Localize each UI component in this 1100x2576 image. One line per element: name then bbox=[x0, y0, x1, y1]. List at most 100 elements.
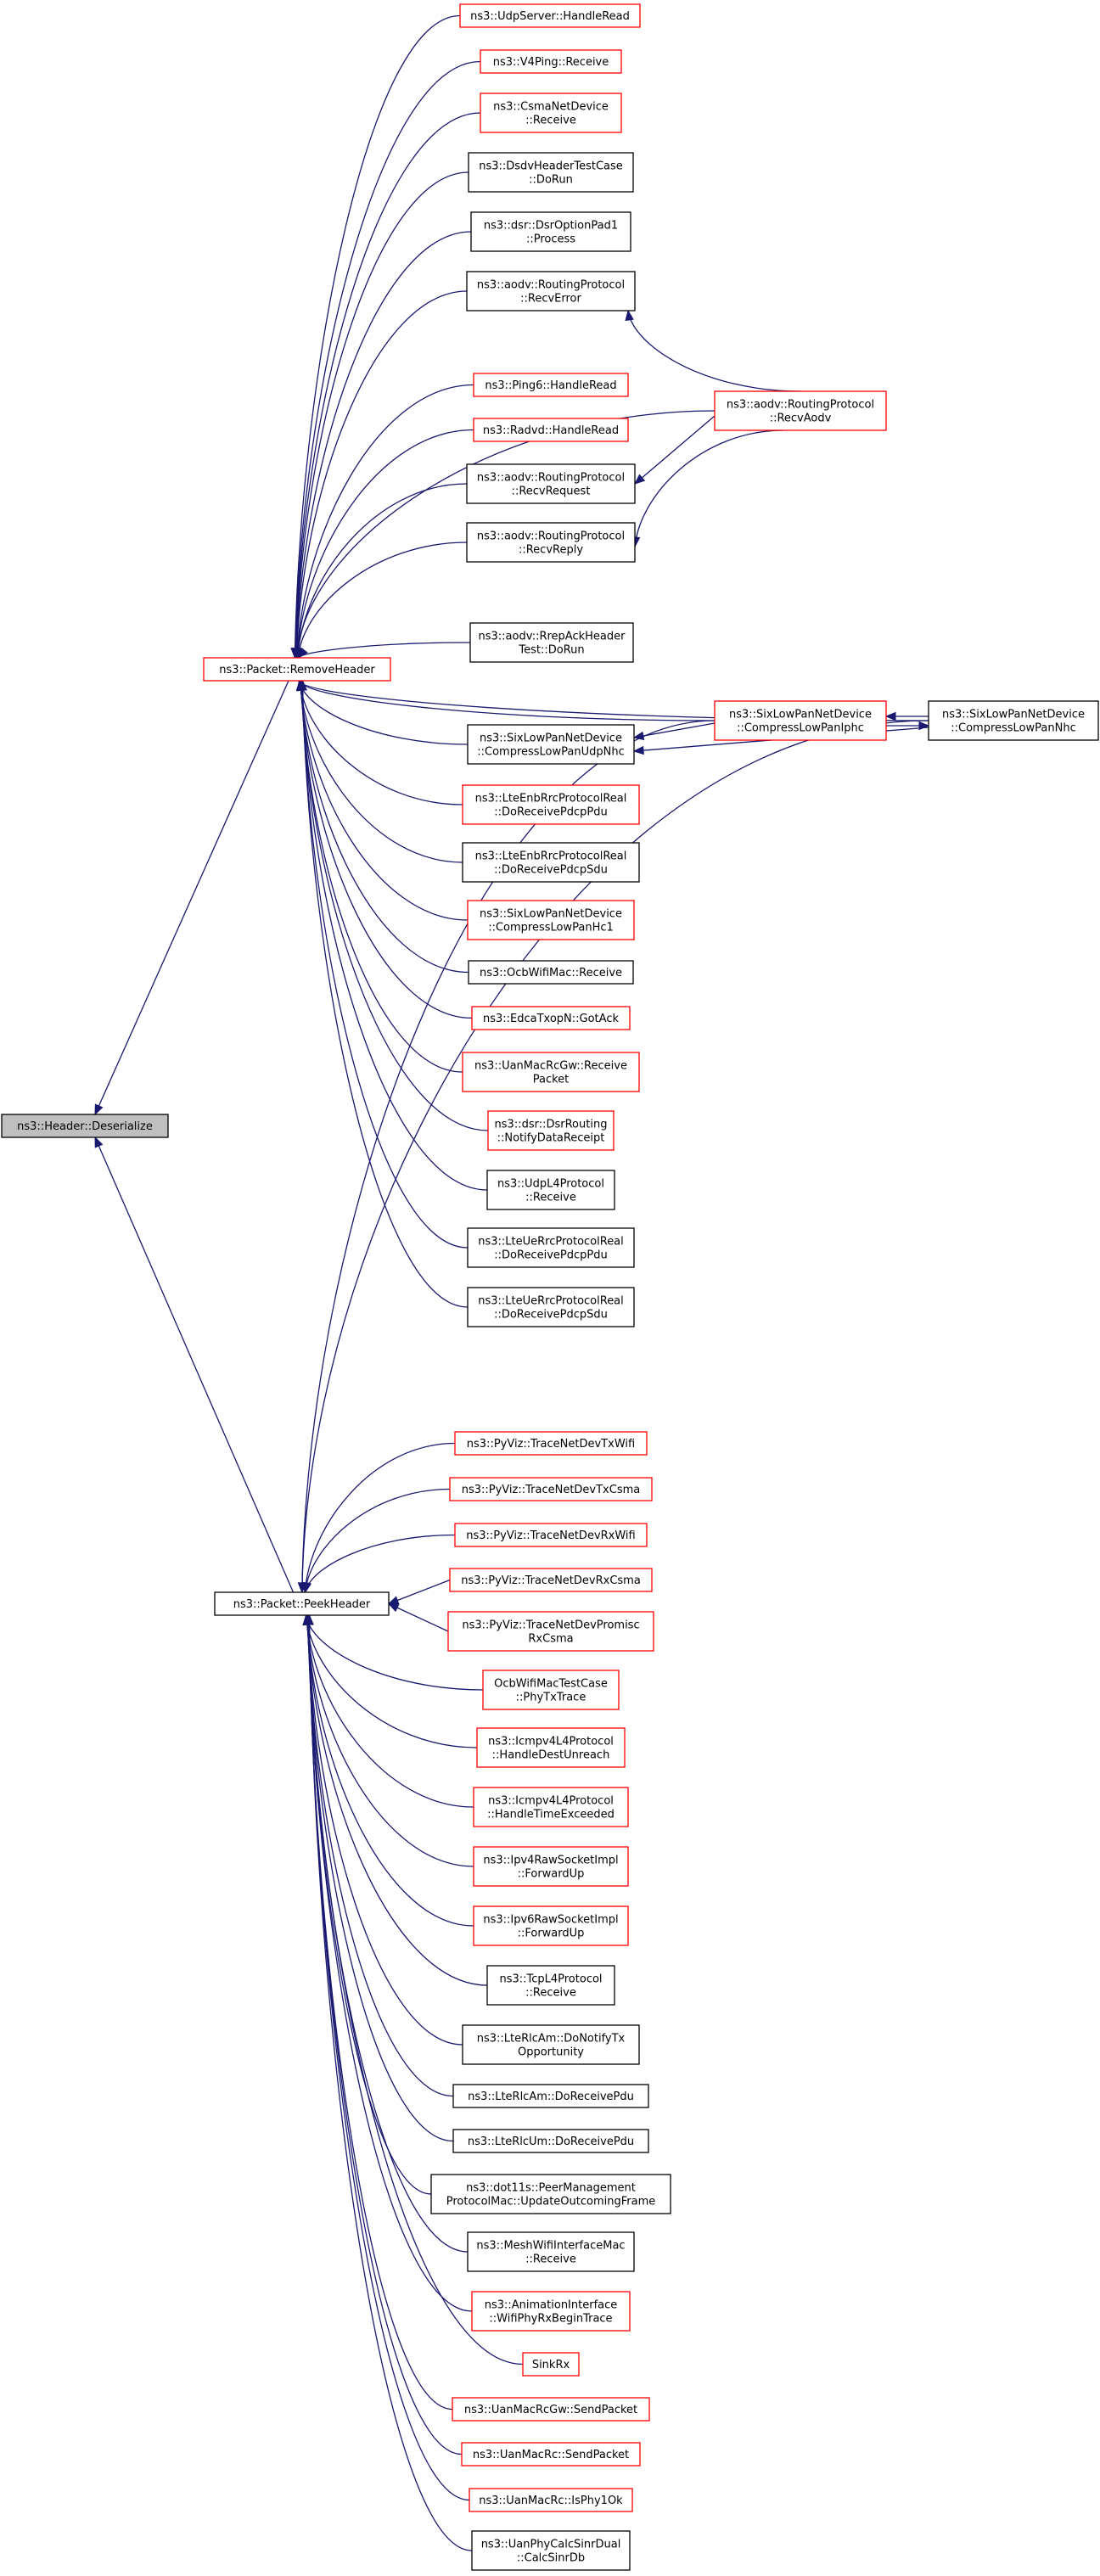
node-sixlowpan-iphc[interactable]: ns3::SixLowPanNetDevice::CompressLowPanI… bbox=[714, 700, 887, 741]
edge-iphc-to-nhc-arrowhead bbox=[918, 721, 930, 731]
edge-sixlowpan_hc1-to-remove-header bbox=[300, 680, 469, 921]
node-box bbox=[714, 700, 887, 741]
node-label: ::DoReceivePdcpPdu bbox=[494, 806, 607, 819]
node-uanphy-calcsinr[interactable]: ns3::UanPhyCalcSinrDual::CalcSinrDb bbox=[471, 2530, 631, 2571]
node-box bbox=[928, 700, 1099, 741]
node-sixlowpan-udpnhc[interactable]: ns3::SixLowPanNetDevice::CompressLowPanU… bbox=[467, 724, 635, 765]
node-box bbox=[462, 2024, 640, 2065]
node-lterlcam-receive[interactable]: ns3::LteRlcAm::DoReceivePdu bbox=[452, 2084, 649, 2108]
edge-uanphy_calcsinr-to-peek-header-arrowhead bbox=[305, 1614, 314, 1625]
node-icmp-timeexceeded[interactable]: ns3::Icmpv4L4Protocol::HandleTimeExceede… bbox=[473, 1787, 629, 1827]
node-dsr-pad1[interactable]: ns3::dsr::DsrOptionPad1::Process bbox=[470, 211, 631, 252]
node-box bbox=[473, 418, 629, 442]
node-meshwifi-receive[interactable]: ns3::MeshWifiInterfaceMac::Receive bbox=[467, 2231, 635, 2272]
node-tcpl4-receive[interactable]: ns3::TcpL4Protocol::Receive bbox=[486, 1965, 615, 2006]
node-radvd[interactable]: ns3::Radvd::HandleRead bbox=[473, 418, 629, 442]
node-dsr-notify[interactable]: ns3::dsr::DsrRouting::NotifyDataReceipt bbox=[487, 1110, 615, 1151]
node-ping6[interactable]: ns3::Ping6::HandleRead bbox=[473, 373, 629, 397]
node-ocb-receive[interactable]: ns3::OcbWifiMac::Receive bbox=[468, 960, 634, 985]
edge-pyviz_rxcsma-to-peek-header-arrowhead bbox=[387, 1596, 400, 1605]
node-aodv-recvreply[interactable]: ns3::aodv::RoutingProtocol::RecvReply bbox=[466, 522, 636, 563]
node-dsdv-test[interactable]: ns3::DsdvHeaderTestCase::DoRun bbox=[468, 152, 634, 193]
node-aodv-recverror[interactable]: ns3::aodv::RoutingProtocol::RecvError bbox=[466, 271, 636, 311]
edge-udp_server-to-remove-header bbox=[294, 14, 461, 659]
edge-meshwifi_receive-to-peek-header bbox=[307, 1614, 469, 2253]
node-label: ns3::MeshWifiInterfaceMac bbox=[476, 2240, 625, 2253]
node-box bbox=[467, 1227, 635, 1268]
node-box bbox=[466, 522, 636, 563]
node-box bbox=[467, 1287, 635, 1327]
node-label: ns3::UanMacRc::IsPhy1Ok bbox=[479, 2495, 623, 2507]
edge-iphc-to-udpnhc-arrowhead bbox=[632, 731, 645, 741]
edge-recvaodv-to-recvrequest bbox=[634, 415, 716, 485]
node-csma-receive[interactable]: ns3::CsmaNetDevice::Receive bbox=[480, 93, 622, 133]
node-label: ::Receive bbox=[525, 1192, 576, 1204]
node-box bbox=[467, 724, 635, 765]
node-dot11s-peer[interactable]: ns3::dot11s::PeerManagementProtocolMac::… bbox=[430, 2174, 671, 2214]
node-label: ::HandleDestUnreach bbox=[492, 1749, 610, 1762]
node-label: ns3::Ipv4RawSocketImpl bbox=[483, 1855, 618, 1867]
node-uanmacrc-send[interactable]: ns3::UanMacRc::SendPacket bbox=[461, 2442, 641, 2467]
node-box bbox=[522, 2352, 580, 2377]
edge-pyviz_rxcsma-to-peek-header bbox=[388, 1579, 451, 1605]
edge-peek-header-to-deserialize bbox=[94, 1136, 295, 1593]
node-aodv-recvrequest[interactable]: ns3::aodv::RoutingProtocol::RecvRequest bbox=[466, 463, 636, 504]
node-label: ns3::dot11s::PeerManagement bbox=[466, 2182, 636, 2195]
node-lte-ue-pdcppdu[interactable]: ns3::LteUeRrcProtocolReal::DoReceivePdcp… bbox=[467, 1227, 635, 1268]
node-ocb-phytx[interactable]: OcbWifiMacTestCase::PhyTxTrace bbox=[482, 1670, 620, 1710]
node-udp-server[interactable]: ns3::UdpServer::HandleRead bbox=[459, 3, 641, 28]
node-label: ns3::UanMacRcGw::Receive bbox=[474, 1060, 627, 1073]
node-icmp-destunreach[interactable]: ns3::Icmpv4L4Protocol::HandleDestUnreach bbox=[476, 1727, 626, 1768]
node-box bbox=[461, 2442, 641, 2467]
node-uanmacrcgw-send[interactable]: ns3::UanMacRcGw::SendPacket bbox=[452, 2397, 650, 2422]
node-box bbox=[1, 1114, 169, 1138]
node-box bbox=[471, 2291, 631, 2332]
node-pyviz-txwifi[interactable]: ns3::PyViz::TraceNetDevTxWifi bbox=[454, 1431, 648, 1456]
edge-pyviz_txcsma-to-peek-header bbox=[304, 1488, 451, 1593]
node-lte-ue-pdcpsdu[interactable]: ns3::LteUeRrcProtocolReal::DoReceivePdcp… bbox=[467, 1287, 635, 1327]
node-box bbox=[469, 2488, 633, 2512]
node-label: ::WifiPhyRxBeginTrace bbox=[489, 2313, 612, 2326]
node-label: ns3::PyViz::TraceNetDevRxWifi bbox=[466, 1529, 635, 1542]
node-box bbox=[466, 463, 636, 504]
node-edca-gotack[interactable]: ns3::EdcaTxopN::GotAck bbox=[471, 1006, 631, 1030]
node-uanmacrc-isphy[interactable]: ns3::UanMacRc::IsPhy1Ok bbox=[469, 2488, 633, 2512]
node-label: ns3::Header::Deserialize bbox=[17, 1120, 153, 1133]
node-box bbox=[469, 622, 634, 663]
node-box bbox=[452, 2397, 650, 2422]
node-box bbox=[473, 1787, 629, 1827]
node-box bbox=[466, 271, 636, 311]
node-sixlowpan-nhc[interactable]: ns3::SixLowPanNetDevice::CompressLowPanN… bbox=[928, 700, 1099, 741]
edge-tcpl4_receive-to-peek-header bbox=[306, 1614, 488, 1986]
node-peek-header[interactable]: ns3::Packet::PeekHeader bbox=[214, 1591, 390, 1616]
node-udpl4-receive[interactable]: ns3::UdpL4Protocol::Receive bbox=[486, 1170, 615, 1210]
node-label: ns3::PyViz::TraceNetDevTxWifi bbox=[467, 1438, 635, 1451]
node-aodv-recvaodv[interactable]: ns3::aodv::RoutingProtocol::RecvAodv bbox=[714, 390, 887, 431]
node-remove-header[interactable]: ns3::Packet::RemoveHeader bbox=[203, 657, 391, 682]
node-ipv4raw-forwardup[interactable]: ns3::Ipv4RawSocketImpl::ForwardUp bbox=[473, 1846, 629, 1887]
node-box bbox=[471, 1006, 631, 1030]
node-box bbox=[214, 1591, 390, 1616]
node-box bbox=[470, 211, 631, 252]
node-anim-wifiphyrx[interactable]: ns3::AnimationInterface::WifiPhyRxBeginT… bbox=[471, 2291, 631, 2332]
node-label: ::DoReceivePdcpSdu bbox=[494, 864, 608, 877]
node-sixlowpan-hc1[interactable]: ns3::SixLowPanNetDevice::CompressLowPanH… bbox=[467, 900, 635, 940]
node-ipv6raw-forwardup[interactable]: ns3::Ipv6RawSocketImpl::ForwardUp bbox=[473, 1905, 629, 1946]
node-pyviz-txcsma[interactable]: ns3::PyViz::TraceNetDevTxCsma bbox=[449, 1477, 653, 1501]
node-pyviz-rxwifi[interactable]: ns3::PyViz::TraceNetDevRxWifi bbox=[454, 1523, 648, 1547]
node-sinkrx[interactable]: SinkRx bbox=[522, 2352, 580, 2377]
edge-icmp_destunreach-to-peek-header bbox=[306, 1614, 478, 1748]
node-label: ns3::aodv::RoutingProtocol bbox=[727, 399, 874, 412]
node-lterlcum-receive[interactable]: ns3::LteRlcUm::DoReceivePdu bbox=[452, 2129, 649, 2153]
node-v4ping[interactable]: ns3::V4Ping::Receive bbox=[480, 49, 622, 74]
edge-uanmacrc_send-to-peek-header bbox=[308, 1614, 463, 2455]
node-pyviz-rxcsma[interactable]: ns3::PyViz::TraceNetDevRxCsma bbox=[449, 1568, 653, 1592]
node-lte-enb-pdcppdu[interactable]: ns3::LteEnbRrcProtocolReal::DoReceivePdc… bbox=[462, 784, 640, 825]
node-lte-enb-pdcpsdu[interactable]: ns3::LteEnbRrcProtocolReal::DoReceivePdc… bbox=[462, 842, 640, 883]
node-box bbox=[714, 390, 887, 431]
node-label: ns3::TcpL4Protocol bbox=[499, 1973, 602, 1986]
